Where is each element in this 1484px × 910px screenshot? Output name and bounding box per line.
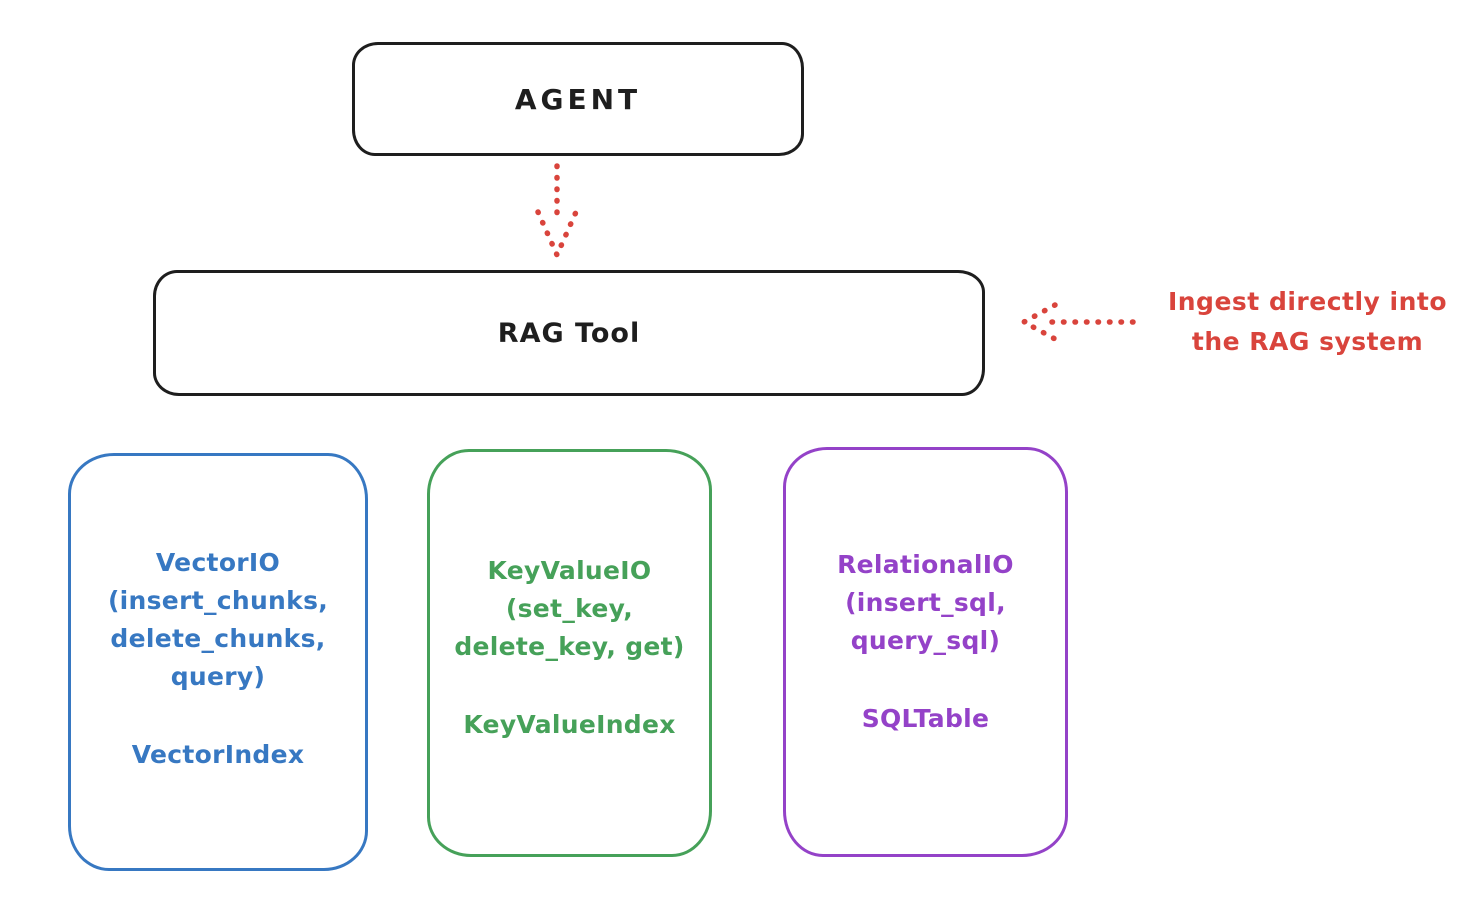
vector-index-label: VectorIndex <box>131 740 305 769</box>
ingest-annotation-line1: Ingest directly into <box>1167 287 1448 316</box>
store-line: (insert_chunks, <box>107 586 329 615</box>
ingest-annotation: Ingest directly into the RAG system <box>1135 282 1480 362</box>
store-line: VectorIO <box>155 548 281 577</box>
store-line: query) <box>170 662 266 691</box>
rag-tool-node: RAG Tool <box>153 270 985 396</box>
store-line: KeyValueIO <box>487 556 652 585</box>
agent-label: AGENT <box>514 82 642 116</box>
agent-to-ragtool-arrow-icon <box>535 163 579 262</box>
store-line: query_sql) <box>850 626 1001 655</box>
relational-io-node: RelationalIO (insert_sql, query_sql) SQL… <box>783 447 1068 857</box>
store-line: (set_key, <box>505 594 634 623</box>
ingest-annotation-line2: the RAG system <box>1191 327 1424 356</box>
keyvalue-index-label: KeyValueIndex <box>463 710 676 739</box>
agent-node: AGENT <box>352 42 804 156</box>
store-line: delete_key, get) <box>454 632 685 661</box>
store-line: delete_chunks, <box>110 624 326 653</box>
rag-tool-label: RAG Tool <box>497 317 641 349</box>
sql-table-label: SQLTable <box>861 704 990 733</box>
vector-io-node: VectorIO (insert_chunks, delete_chunks, … <box>68 453 368 871</box>
store-line: RelationalIO <box>837 550 1014 579</box>
annotation-to-ragtool-arrow-icon <box>1018 302 1136 342</box>
keyvalue-io-node: KeyValueIO (set_key, delete_key, get) Ke… <box>427 449 712 857</box>
store-line: (insert_sql, <box>845 588 1006 617</box>
